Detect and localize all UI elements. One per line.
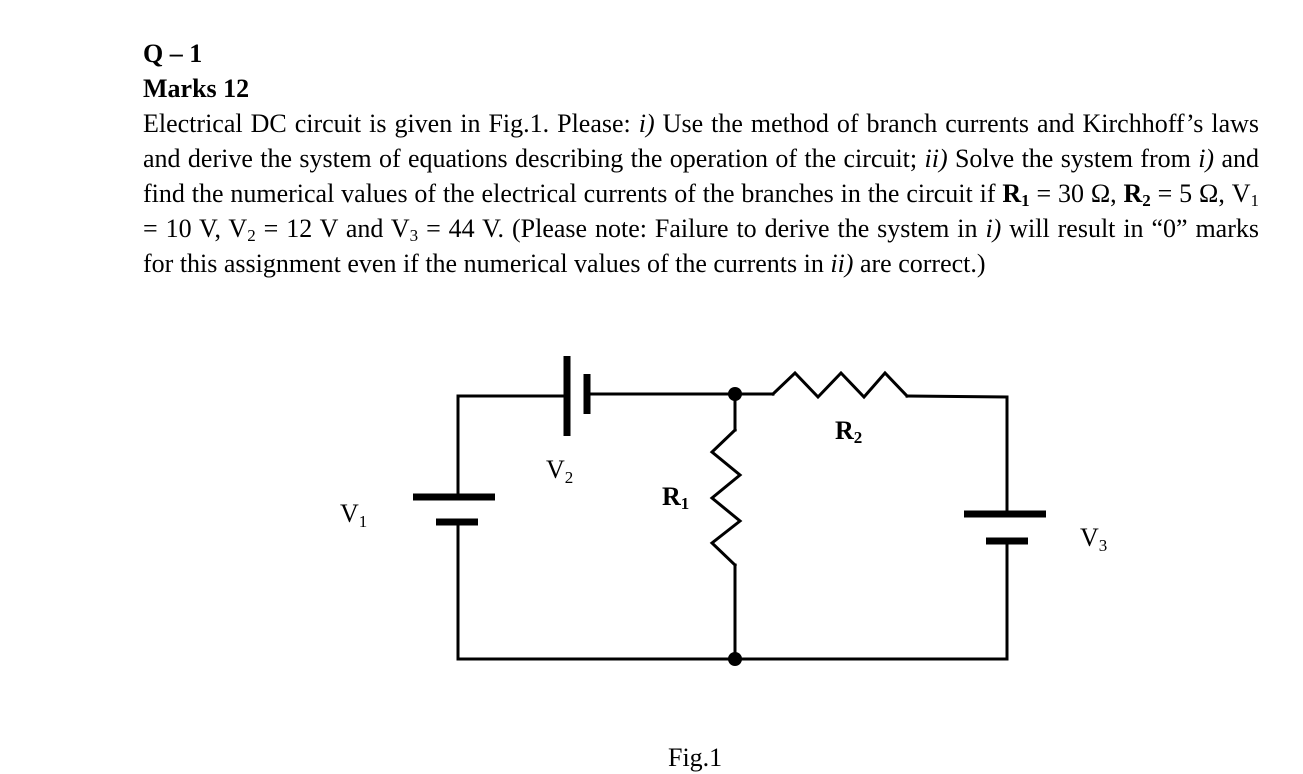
question-text: Electrical DC circuit is given in Fig.1.… [143,106,1259,281]
r1-resistor [709,427,743,568]
r1-value: = 30 Ω, [1029,179,1124,208]
v3-symbol: V3 [390,214,419,245]
r2-label: R2 [835,416,862,447]
note-text-a: will result in “0” marks for this assign… [143,214,1260,278]
v3-label: V3 [1080,523,1107,555]
wire-r2-to-right [905,394,1009,399]
intro-text: Electrical DC circuit is given in Fig.1.… [143,109,639,138]
r2-value: = 5 Ω, [1150,179,1232,208]
r2-symbol: R2 [1123,179,1151,210]
v2-symbol: V2 [228,214,256,245]
note-text-b: are correct.) [853,249,986,278]
part2-text-b: and find the numerical values of the ele… [143,144,1259,208]
question-number: Q – 1 [143,39,203,68]
node-bottom [728,652,742,666]
v3-value: = 44 V. (Please note: Failure to derive … [418,214,986,243]
note-ref-1: i) [985,214,1002,243]
r1-label: R1 [662,482,689,513]
r2-resistor [770,370,910,400]
r1-symbol: R1 [1002,179,1030,210]
question-marks: Marks 12 [143,74,250,103]
note-ref-2: ii) [830,249,854,278]
part2-text-a: Solve the system from [947,144,1199,173]
v1-label: V1 [340,499,367,531]
part1-marker: i) [638,109,655,138]
v2-value: = 12 V and [255,214,391,243]
part1-text: Use the method of branch currents and Ki… [143,109,1260,173]
node-top [728,387,742,401]
part2-ref: i) [1198,144,1215,173]
v1-value: = 10 V, [143,214,229,243]
question-block: Q – 1 Marks 12 Electrical DC circuit is … [143,36,1259,281]
v1-symbol: V1 [1231,179,1259,210]
v2-label: V2 [546,455,573,487]
figure-caption: Fig.1 [668,743,723,772]
part2-marker: ii) [924,144,948,173]
